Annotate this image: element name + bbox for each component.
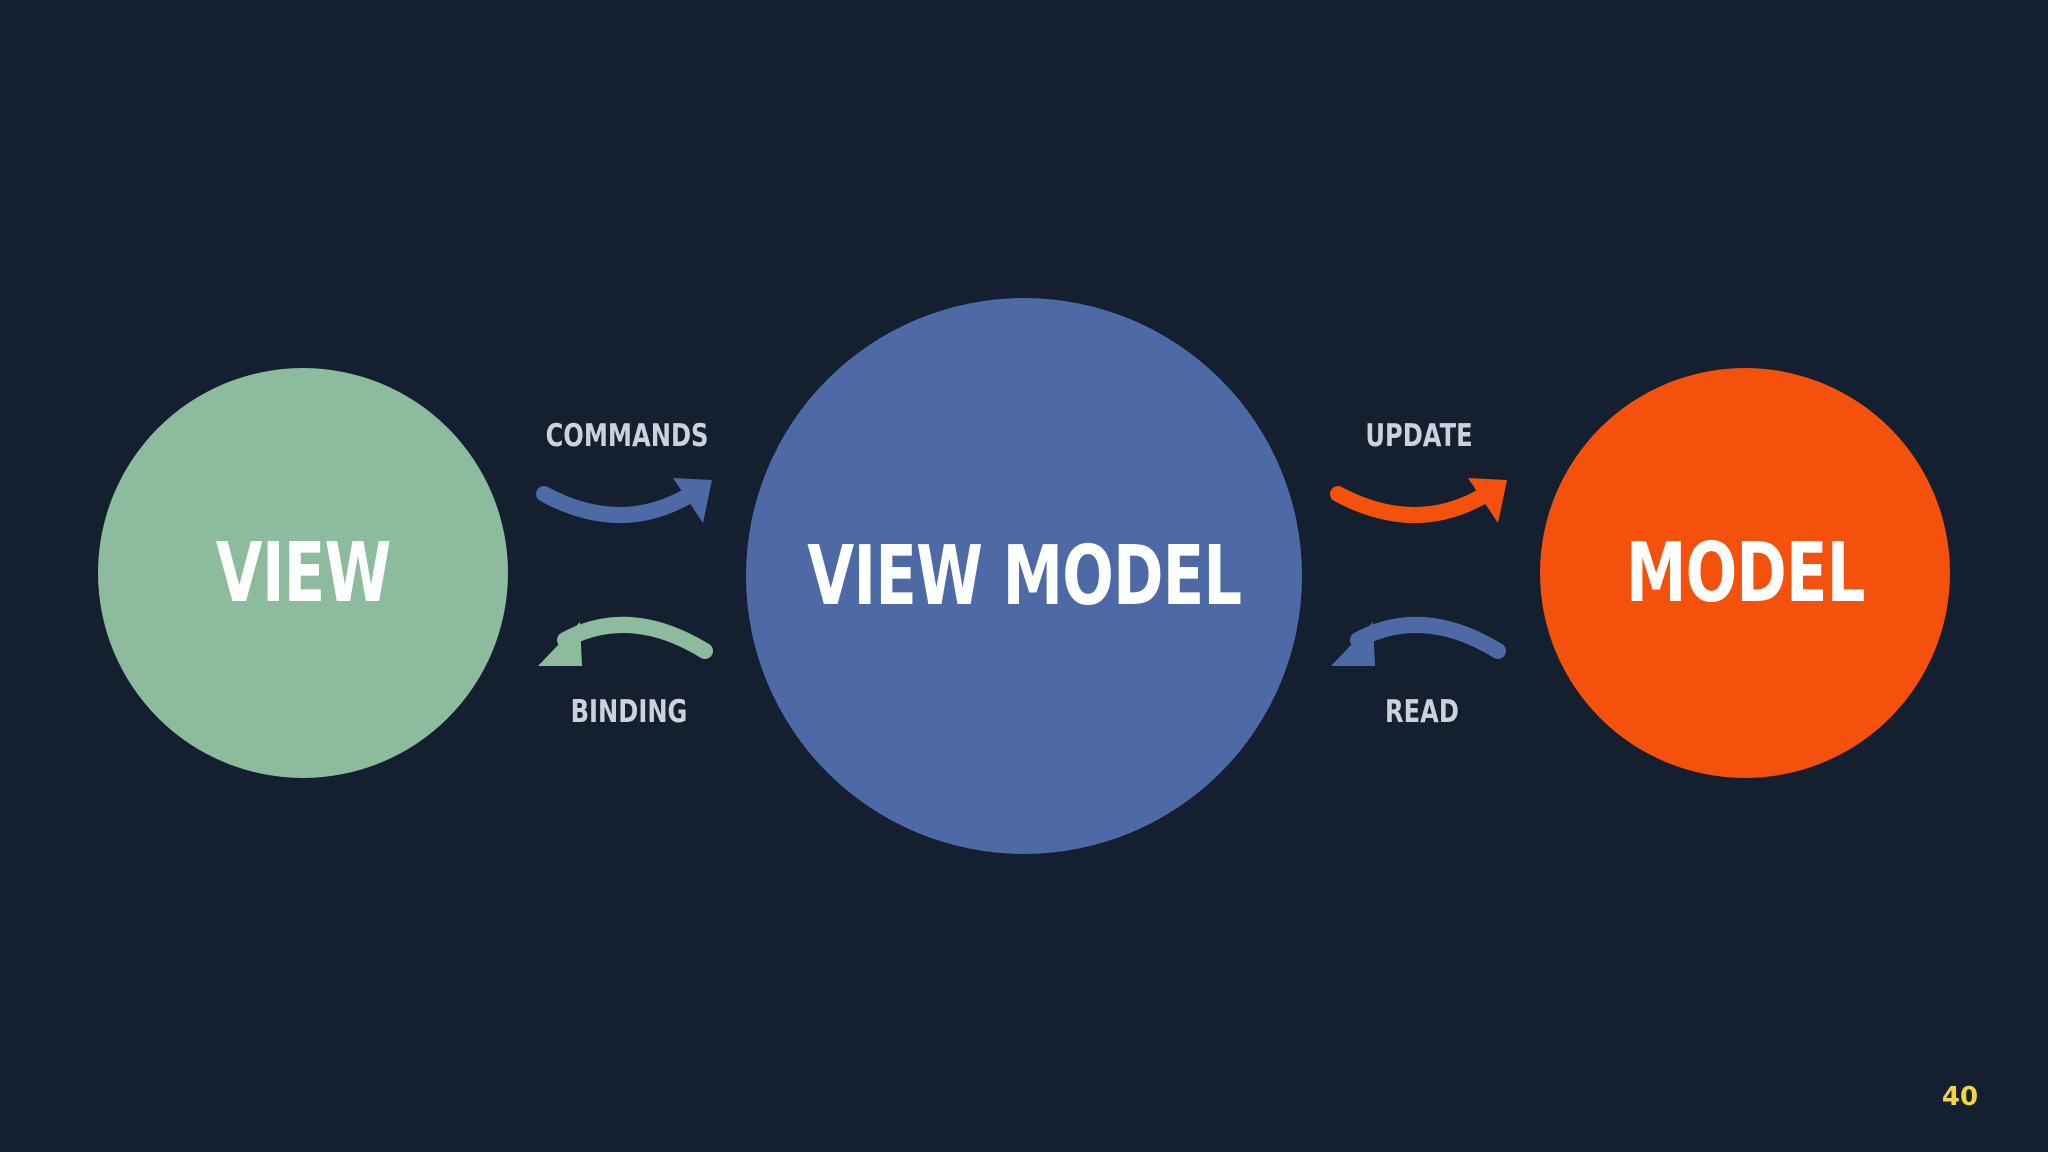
binding-arrow-shaft <box>557 616 713 659</box>
page-number: 40 <box>1941 1082 1979 1112</box>
model-label: MODEL <box>1625 525 1865 621</box>
view-model-node: VIEW MODEL <box>746 298 1302 854</box>
update-arrow <box>1330 478 1507 523</box>
view-label: VIEW <box>215 525 392 621</box>
commands-arrow-shaft <box>536 486 696 523</box>
commands-label: COMMANDS <box>545 418 709 454</box>
read-arrow-head <box>1331 622 1375 666</box>
binding-label: BINDING <box>570 694 688 730</box>
binding-arrow-head <box>538 622 582 666</box>
read-arrow-shaft <box>1350 616 1506 659</box>
commands-arrow <box>536 478 712 523</box>
view-node: VIEW <box>98 368 508 778</box>
model-node: MODEL <box>1540 368 1950 778</box>
view-model-label: VIEW MODEL <box>806 528 1242 624</box>
commands-arrow-head <box>673 478 712 523</box>
read-label: READ <box>1385 694 1459 730</box>
update-label: UPDATE <box>1365 418 1473 454</box>
update-arrow-head <box>1468 478 1507 523</box>
read-arrow <box>1331 616 1506 666</box>
update-arrow-shaft <box>1330 486 1491 523</box>
binding-arrow <box>538 616 713 666</box>
